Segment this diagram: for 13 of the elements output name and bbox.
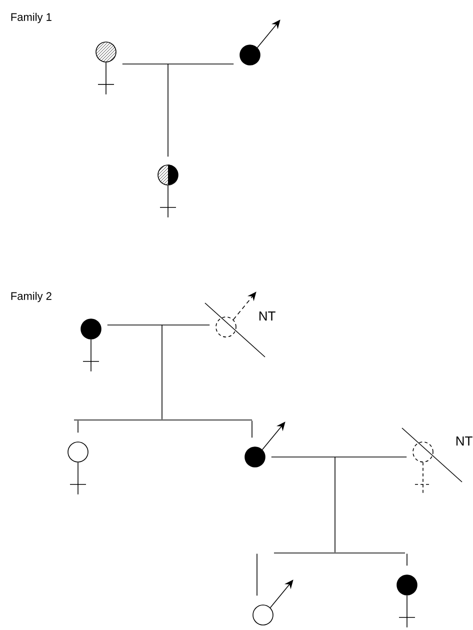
family-label: Family 2 — [11, 292, 52, 302]
beside-label: NT — [456, 436, 472, 446]
female-symbol — [80, 318, 102, 372]
female-symbol — [396, 574, 418, 628]
female-symbol — [158, 164, 178, 218]
female-symbol — [68, 442, 88, 495]
descent-line — [334, 456, 336, 553]
family-label: Family 1 — [11, 12, 52, 24]
sibship-line — [274, 552, 405, 554]
descent-line — [256, 553, 258, 596]
beside-label: NT — [259, 312, 276, 320]
descent-line — [406, 553, 408, 566]
female-symbol — [96, 42, 116, 95]
